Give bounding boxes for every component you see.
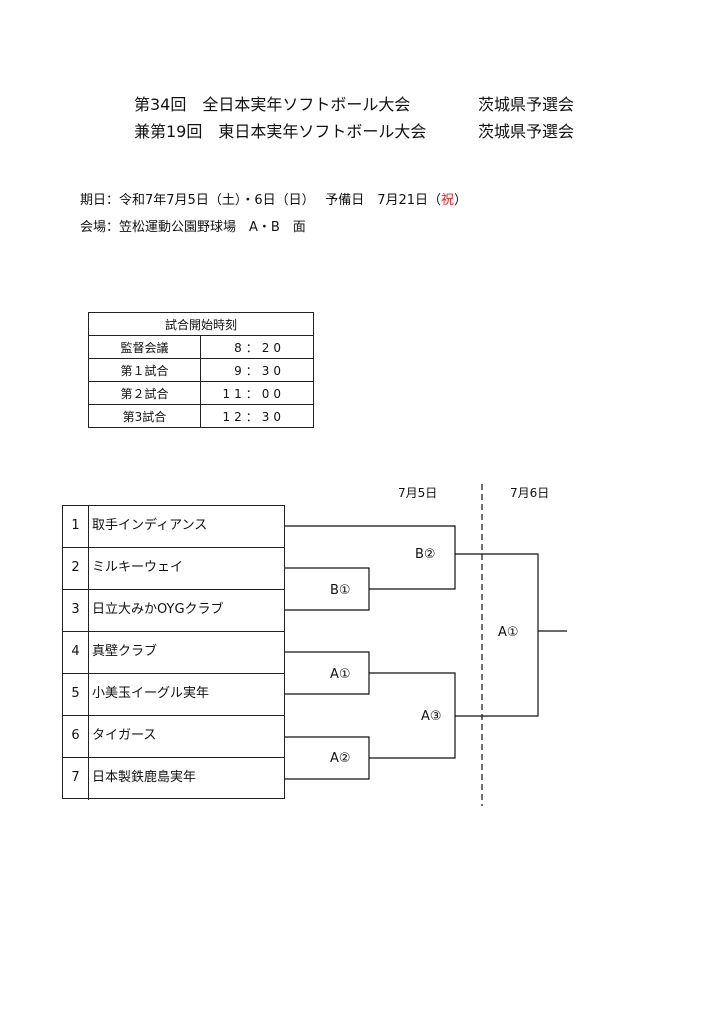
match-label-b1: B① <box>330 583 351 598</box>
venue-line: 会場：笠松運動公園野球場 A・B 面 <box>80 220 306 235</box>
team-row: 7 日本製鉄鹿島実年 <box>63 757 284 800</box>
team-name: 小美玉イーグル実年 <box>92 686 210 701</box>
schedule-time: 12：30 <box>200 404 314 428</box>
bracket-line-b2 <box>285 525 456 590</box>
schedule-table: 試合開始時刻 監督会議 8：20 第１試合 9：30 第２試合 11：00 第3… <box>88 312 314 428</box>
match-label-final: A① <box>498 625 519 640</box>
team-seed: 5 <box>63 674 89 716</box>
team-row: 4 真壁クラブ <box>63 631 284 674</box>
schedule-row: 第２試合 11：00 <box>88 381 314 405</box>
dates-text: 期日：令和7年7月5日（土）・6日（日） 予備日 7月21日（ <box>80 193 442 208</box>
team-name: 取手インディアンス <box>92 518 208 533</box>
holiday-mark: 祝 <box>441 193 455 208</box>
team-row: 2 ミルキーウェイ <box>63 547 284 590</box>
team-seed: 1 <box>63 506 89 548</box>
schedule-label: 第3試合 <box>88 404 201 428</box>
schedule-row: 第3試合 12：30 <box>88 404 314 428</box>
match-label-a1: A① <box>330 667 351 682</box>
dates-line: 期日：令和7年7月5日（土）・6日（日） 予備日 7月21日（祝） <box>80 189 467 208</box>
day2-label: 7月6日 <box>510 486 549 500</box>
team-list: 1 取手インディアンス 2 ミルキーウェイ 3 日立大みかOYGクラブ 4 真壁… <box>62 505 285 800</box>
team-seed: 3 <box>63 590 89 632</box>
schedule-label: 第２試合 <box>88 381 201 405</box>
event-title-1: 第34回 全日本実年ソフトボール大会 <box>134 95 411 114</box>
team-row: 6 タイガース <box>63 715 284 758</box>
day1-label: 7月5日 <box>398 486 437 500</box>
bracket-line-b1 <box>285 567 370 611</box>
team-name: タイガース <box>92 728 157 743</box>
qualifier-2: 茨城県予選会 <box>478 122 575 141</box>
team-name: 日本製鉄鹿島実年 <box>92 770 197 785</box>
team-name: 日立大みかOYGクラブ <box>92 602 224 617</box>
dates-close: ） <box>454 193 468 208</box>
team-row: 5 小美玉イーグル実年 <box>63 673 284 716</box>
bracket-line-a3 <box>369 672 456 759</box>
bracket-line-final <box>455 553 539 717</box>
team-name: ミルキーウェイ <box>92 560 184 575</box>
bracket-line-a2 <box>285 736 370 780</box>
team-row: 1 取手インディアンス <box>63 506 284 548</box>
team-row: 3 日立大みかOYGクラブ <box>63 589 284 632</box>
schedule-row: 監督会議 8：20 <box>88 335 314 359</box>
schedule-title: 試合開始時刻 <box>88 312 314 336</box>
team-name: 真壁クラブ <box>92 644 158 659</box>
match-label-a2: A② <box>330 751 351 766</box>
team-seed: 4 <box>63 632 89 674</box>
event-title-2: 兼第19回 東日本実年ソフトボール大会 <box>134 122 427 141</box>
team-seed: 2 <box>63 548 89 590</box>
match-label-b2: B② <box>415 547 436 562</box>
team-seed: 6 <box>63 716 89 758</box>
schedule-row: 第１試合 9：30 <box>88 358 314 382</box>
bracket-line-a1 <box>285 651 370 695</box>
schedule-time: 9：30 <box>200 358 314 382</box>
match-label-a3: A③ <box>421 709 442 724</box>
schedule-time: 11：00 <box>200 381 314 405</box>
qualifier-1: 茨城県予選会 <box>478 95 575 114</box>
team-seed: 7 <box>63 758 89 800</box>
